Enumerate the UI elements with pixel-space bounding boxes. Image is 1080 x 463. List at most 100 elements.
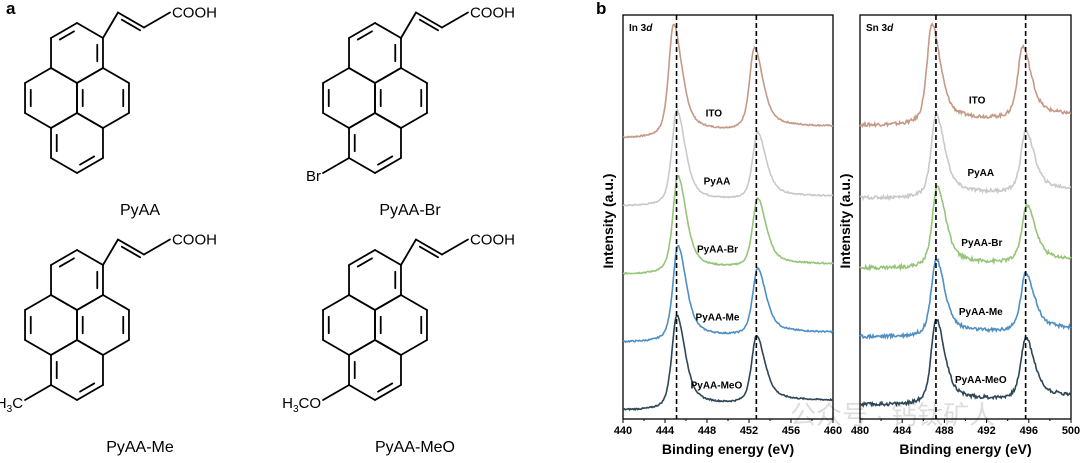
series-label: ITO	[706, 108, 723, 119]
bond	[50, 112, 78, 129]
bond	[400, 112, 428, 129]
bond	[348, 294, 376, 311]
bond	[102, 339, 130, 356]
bond	[76, 249, 104, 266]
bond	[400, 238, 417, 266]
bond	[50, 384, 78, 401]
x-tick-label: 492	[977, 425, 995, 437]
bond	[143, 238, 171, 256]
molecule-name: PyAA-Me	[106, 439, 174, 456]
molecule-name: PyAA-MeO	[375, 439, 455, 456]
bond	[400, 339, 428, 356]
y-axis-label: Intensity (a.u.)	[600, 174, 616, 269]
x-tick-label: 484	[893, 425, 912, 437]
series-line-pyaa-meo	[859, 318, 1072, 408]
series-label: PyAA-MeO	[691, 380, 743, 391]
bond	[76, 22, 104, 39]
x-tick-label: 456	[782, 425, 800, 437]
double-bond	[58, 30, 75, 41]
panel-letter-a: a	[6, 0, 16, 18]
bond	[400, 11, 417, 39]
bond	[50, 157, 78, 174]
bond	[50, 339, 78, 356]
substituent-label: H3C	[0, 395, 23, 415]
double-bond	[120, 245, 141, 259]
x-axis-label: Binding energy (eV)	[662, 441, 794, 457]
series-label: PyAA	[704, 176, 731, 187]
double-bond	[58, 257, 75, 268]
bond	[374, 294, 402, 311]
series-line-pyaa	[622, 108, 834, 207]
series-label: PyAA-Br	[697, 244, 738, 255]
subscript: 3	[293, 404, 299, 415]
bond	[117, 11, 145, 29]
x-tick-label: 496	[1020, 425, 1038, 437]
bond	[24, 294, 52, 311]
plot-frame	[622, 14, 834, 420]
double-bond	[356, 257, 373, 268]
series-label: ITO	[969, 95, 986, 106]
orbital-italic: d	[646, 23, 653, 34]
panel-letter-b: b	[596, 0, 606, 18]
series-line-ito	[622, 23, 834, 139]
bond	[102, 112, 130, 129]
double-bond	[418, 18, 439, 32]
bond	[322, 67, 350, 84]
bond	[374, 339, 402, 356]
bond	[348, 22, 376, 39]
x-tick-label: 460	[824, 425, 842, 437]
molecule-name: PyAA	[120, 202, 160, 219]
plot-frame	[859, 14, 1072, 420]
molecule-name: PyAA-Br	[379, 202, 441, 219]
series-line-pyaa-me	[859, 257, 1072, 340]
x-tick-label: 448	[698, 425, 716, 437]
rest: C	[12, 395, 23, 412]
y-axis-label: Intensity (a.u.)	[837, 174, 853, 269]
series-label: PyAA-Br	[961, 238, 1002, 249]
substituent-label: H3CO	[282, 395, 321, 415]
x-tick-label: 480	[851, 425, 869, 437]
cooh-label: COOH	[470, 5, 515, 22]
double-bond	[418, 245, 439, 259]
x-axis-label: Binding energy (eV)	[899, 441, 1031, 457]
series-line-pyaa-br	[622, 174, 834, 276]
bond	[76, 67, 104, 84]
bond	[322, 384, 350, 401]
bond	[24, 384, 52, 401]
bond	[76, 339, 104, 356]
bond	[374, 384, 402, 401]
bond	[374, 112, 402, 129]
bond	[322, 294, 350, 311]
bond	[348, 67, 376, 84]
panel-title: Sn 3d	[866, 23, 894, 34]
bond	[117, 238, 145, 256]
double-bond	[79, 155, 96, 166]
bond	[76, 112, 104, 129]
bond	[102, 238, 119, 266]
series-line-pyaa-br	[859, 185, 1072, 272]
bond	[50, 22, 78, 39]
bond	[400, 67, 428, 84]
bond	[50, 249, 78, 266]
x-tick-label: 500	[1062, 425, 1080, 437]
x-tick-label: 440	[614, 425, 632, 437]
bond	[322, 112, 350, 129]
bond	[102, 67, 130, 84]
bond	[441, 238, 469, 256]
series-line-pyaa-meo	[622, 314, 834, 412]
bond	[441, 11, 469, 29]
cooh-label: COOH	[470, 232, 515, 249]
bond	[348, 249, 376, 266]
series-line-pyaa	[859, 112, 1072, 201]
bond	[348, 384, 376, 401]
series-label: PyAA-Me	[696, 312, 740, 323]
bond	[374, 67, 402, 84]
double-bond	[377, 155, 394, 166]
bond	[374, 22, 402, 39]
x-tick-label: 488	[935, 425, 953, 437]
bond	[76, 294, 104, 311]
